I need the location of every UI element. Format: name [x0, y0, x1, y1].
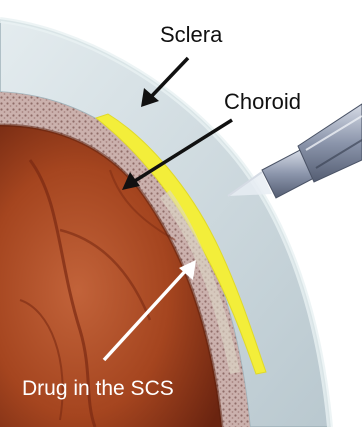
- choroid-label: Choroid: [224, 91, 301, 113]
- drug-in-scs-label: Drug in the SCS: [22, 378, 174, 399]
- sclera-label: Sclera: [160, 24, 222, 46]
- microneedle-icon: [228, 104, 362, 198]
